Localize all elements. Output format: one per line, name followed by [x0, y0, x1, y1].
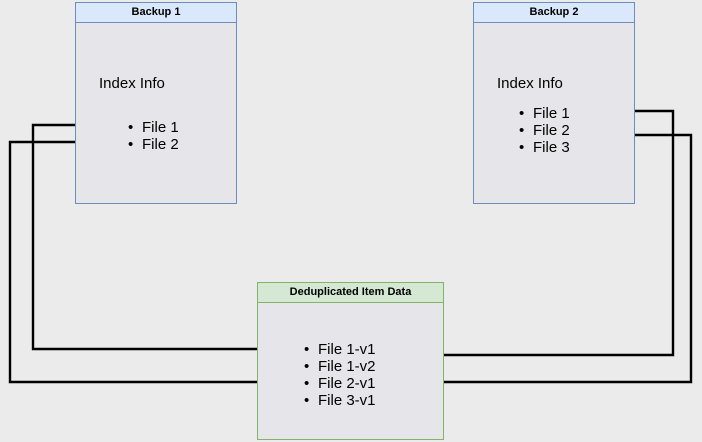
backup-2-index-info-label: Index Info — [497, 75, 563, 92]
backup-2-box[interactable]: Backup 2 Index Info File 1 File 2 File 3 — [473, 2, 635, 204]
list-item: File 3-v1 — [304, 392, 376, 409]
deduplicated-item-data-body: File 1-v1 File 1-v2 File 2-v1 File 3-v1 — [258, 303, 443, 439]
backup-1-body: Index Info File 1 File 2 — [76, 23, 236, 203]
backup-2-title: Backup 2 — [474, 3, 634, 23]
list-item: File 2 — [519, 122, 570, 139]
list-item: File 3 — [519, 139, 570, 156]
list-item: File 1 — [128, 119, 179, 136]
backup-2-body: Index Info File 1 File 2 File 3 — [474, 23, 634, 203]
list-item: File 1 — [519, 105, 570, 122]
backup-1-file-list: File 1 File 2 — [128, 119, 179, 153]
list-item: File 1-v1 — [304, 341, 376, 358]
backup-1-box[interactable]: Backup 1 Index Info File 1 File 2 — [75, 2, 237, 204]
deduplicated-item-data-box[interactable]: Deduplicated Item Data File 1-v1 File 1-… — [257, 282, 444, 440]
backup-1-index-info-label: Index Info — [99, 75, 165, 92]
list-item: File 2 — [128, 136, 179, 153]
deduplicated-file-list: File 1-v1 File 1-v2 File 2-v1 File 3-v1 — [304, 341, 376, 409]
backup-1-title: Backup 1 — [76, 3, 236, 23]
backup-2-file-list: File 1 File 2 File 3 — [519, 105, 570, 156]
list-item: File 2-v1 — [304, 375, 376, 392]
list-item: File 1-v2 — [304, 358, 376, 375]
deduplicated-item-data-title: Deduplicated Item Data — [258, 283, 443, 303]
